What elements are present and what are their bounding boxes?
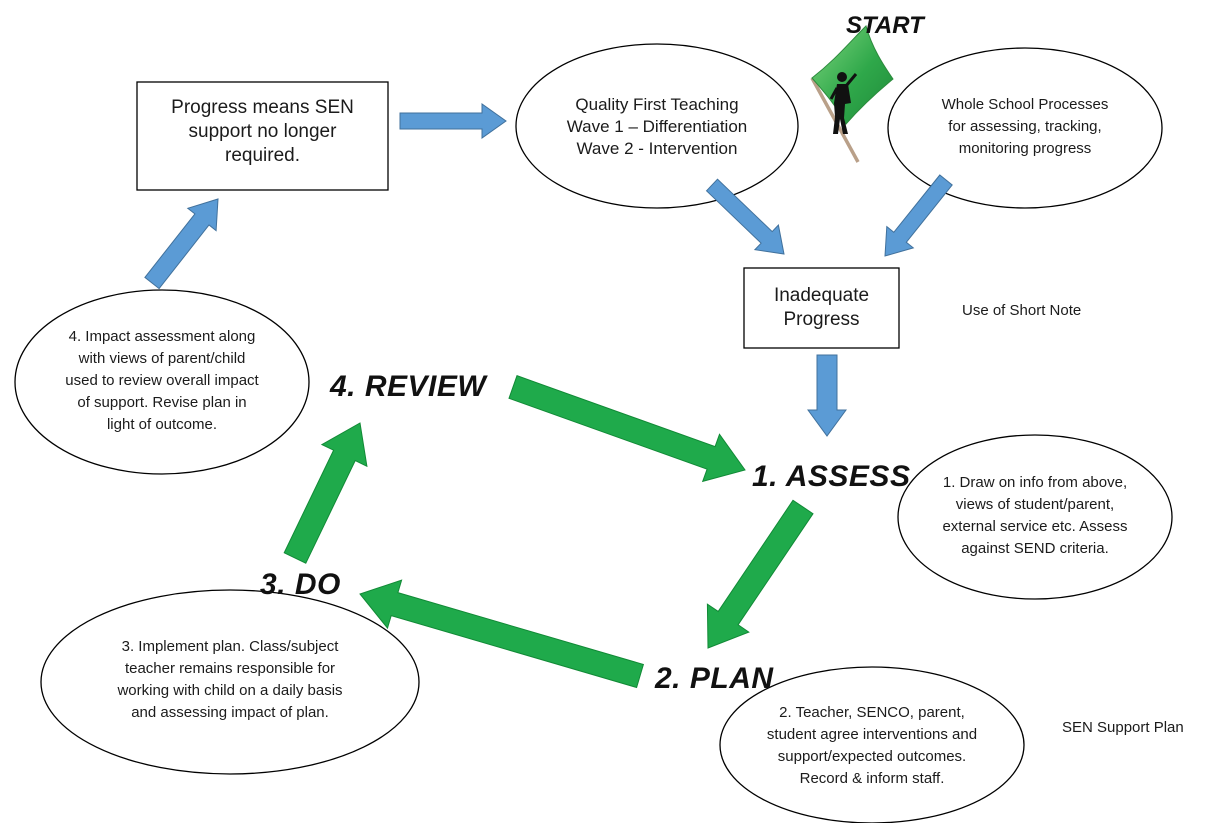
- plan-desc-text: 2. Teacher, SENCO, parent, student agree…: [726, 702, 1018, 790]
- step-assess: 1. ASSESS: [752, 460, 911, 493]
- quality-line-3: Wave 2 - Intervention: [576, 139, 738, 158]
- arrow-do-to-review: [283, 422, 368, 564]
- plan-desc-oval: [719, 666, 1025, 823]
- assess-line-1: 1. Draw on info from above,: [942, 474, 1128, 491]
- plan-line-1: 2. Teacher, SENCO, parent,: [779, 704, 965, 721]
- arrow-impact-to-progress: [144, 198, 219, 290]
- whole-school-line-1: Whole School Processes: [941, 96, 1109, 113]
- assess-line-4: against SEND criteria.: [961, 540, 1109, 557]
- arrow-whole-school-to-inadequate: [884, 174, 953, 257]
- inadequate-progress-box: [743, 267, 900, 349]
- impact-oval: [14, 289, 310, 475]
- impact-line-5: light of outcome.: [106, 416, 218, 433]
- quality-first-oval: [515, 43, 799, 209]
- progress-line-3: required.: [225, 145, 300, 166]
- arrow-quality-first-to-inadequate: [705, 178, 785, 255]
- inadequate-progress-text: Inadequate Progress: [748, 284, 895, 332]
- arrow-progress-to-quality-first: [399, 103, 507, 139]
- arrow-assess-to-plan: [706, 499, 814, 649]
- whole-school-line-3: monitoring progress: [958, 140, 1092, 157]
- implement-text: 3. Implement plan. Class/subject teacher…: [52, 636, 408, 724]
- assess-line-3: external service etc. Assess: [942, 518, 1128, 535]
- impact-line-2: with views of parent/child: [78, 350, 246, 367]
- progress-line-1: Progress means SEN: [171, 97, 354, 118]
- arrow-inadequate-to-assess: [807, 354, 847, 437]
- whole-school-oval: [887, 47, 1163, 209]
- whole-school-line-2: for assessing, tracking,: [948, 118, 1102, 135]
- start-flag-icon: [810, 25, 894, 163]
- assess-desc-text: 1. Draw on info from above, views of stu…: [905, 472, 1165, 560]
- impact-line-3: used to review overall impact: [65, 372, 259, 389]
- assess-desc-oval: [897, 434, 1173, 600]
- assess-line-2: views of student/parent,: [955, 496, 1115, 513]
- progress-box: [136, 81, 389, 191]
- sen-support-plan-label: SEN Support Plan: [1062, 719, 1184, 736]
- implement-line-3: working with child on a daily basis: [117, 682, 343, 699]
- quality-line-2: Wave 1 – Differentiation: [566, 117, 748, 136]
- progress-line-2: support no longer: [188, 121, 337, 142]
- quality-line-1: Quality First Teaching: [575, 95, 739, 114]
- arrow-plan-to-do: [359, 579, 645, 689]
- whole-school-text: Whole School Processes for assessing, tr…: [898, 94, 1152, 160]
- implement-line-4: and assessing impact of plan.: [131, 704, 329, 721]
- inadequate-line-1: Inadequate: [773, 285, 870, 306]
- step-review: 4. REVIEW: [330, 370, 487, 403]
- progress-box-text: Progress means SEN support no longer req…: [142, 96, 383, 168]
- impact-line-1: 4. Impact assessment along: [68, 328, 256, 345]
- impact-text: 4. Impact assessment along with views of…: [22, 326, 302, 436]
- arrow-review-to-assess: [508, 375, 746, 483]
- implement-line-2: teacher remains responsible for: [124, 660, 336, 677]
- step-do: 3. DO: [260, 568, 341, 601]
- plan-line-4: Record & inform staff.: [799, 770, 945, 787]
- implement-line-1: 3. Implement plan. Class/subject: [121, 638, 339, 655]
- impact-line-4: of support. Revise plan in: [77, 394, 247, 411]
- quality-first-text: Quality First Teaching Wave 1 – Differen…: [526, 94, 788, 160]
- plan-line-3: support/expected outcomes.: [777, 748, 967, 765]
- inadequate-line-2: Progress: [783, 309, 860, 330]
- short-note-label: Use of Short Note: [962, 302, 1082, 319]
- step-plan: 2. PLAN: [655, 662, 774, 695]
- implement-oval: [40, 589, 420, 775]
- plan-line-2: student agree interventions and: [766, 726, 978, 743]
- start-label: START: [846, 12, 924, 39]
